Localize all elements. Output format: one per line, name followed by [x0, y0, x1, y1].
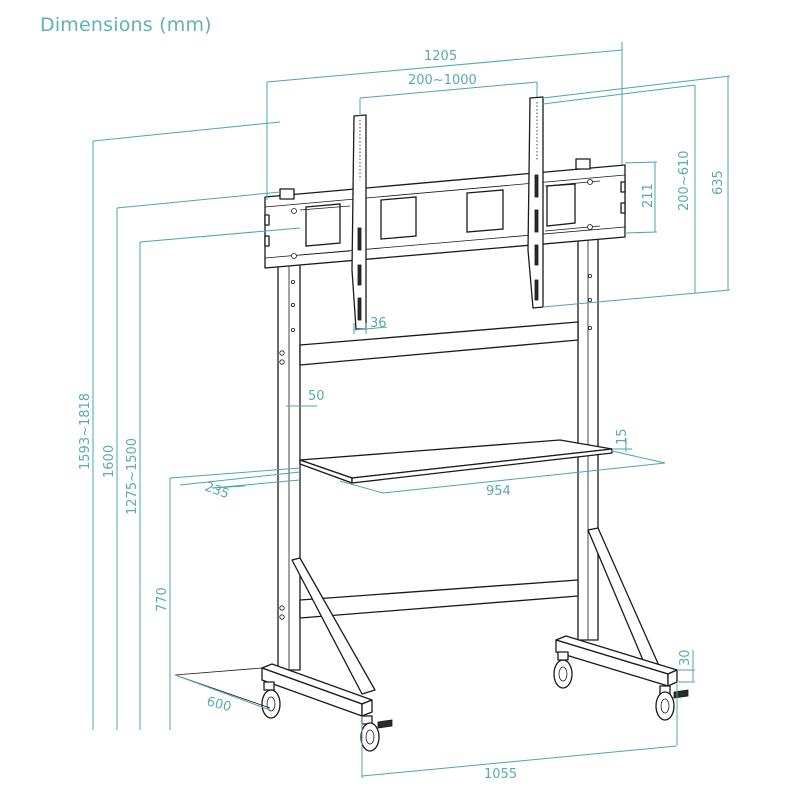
tv-stand	[174, 96, 689, 752]
label-total-height: 1593~1818	[78, 393, 93, 470]
label-bracket-height: 211	[641, 183, 656, 208]
label-total-width: 1205	[424, 49, 457, 64]
label-shelf-height: 770	[155, 587, 170, 612]
label-mount-height: 635	[711, 170, 726, 195]
right-base-foot	[555, 635, 678, 687]
mount-plate	[264, 158, 626, 269]
label-center-height: 1275~1500	[125, 438, 140, 515]
label-shelf-width: 954	[486, 484, 511, 499]
label-vesa-horizontal: 200~1000	[408, 73, 477, 88]
right-vesa-arm	[527, 96, 544, 309]
left-vesa-arm	[351, 114, 367, 330]
label-base-depth: 600	[205, 694, 233, 715]
diagram-title: Dimensions (mm)	[40, 14, 212, 36]
label-arm-width: 36	[370, 316, 387, 331]
caster-front-right	[360, 715, 393, 752]
label-base-width: 1055	[484, 767, 517, 782]
caster-front-left	[261, 681, 281, 719]
label-frame-height: 1600	[102, 445, 117, 478]
label-shelf-thickness: 15	[615, 428, 630, 445]
glass-shelf	[299, 439, 613, 484]
lower-crossbar	[299, 579, 579, 619]
label-foot-height: 30	[678, 649, 693, 666]
label-vesa-vertical: 200~610	[677, 150, 692, 211]
label-upright-width: 50	[308, 389, 325, 404]
upper-crossbar	[299, 321, 579, 366]
caster-back-right	[655, 685, 689, 721]
dimension-lines	[92, 42, 731, 778]
left-upright	[277, 261, 301, 671]
caster-back-left	[553, 651, 573, 689]
right-upright	[577, 237, 599, 641]
left-diagonal-brace	[291, 557, 376, 695]
label-shelf-depth: 235	[203, 480, 231, 503]
